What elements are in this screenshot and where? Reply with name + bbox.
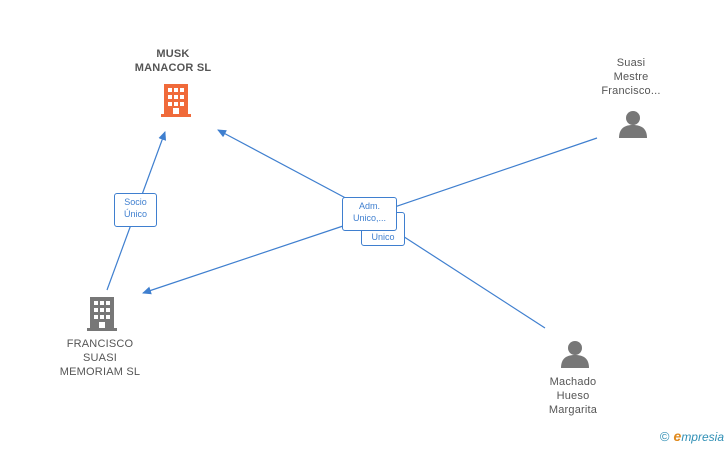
edge-suasi-to-hub [379,137,598,213]
person-icon[interactable] [619,111,647,138]
person-icon[interactable] [561,341,589,368]
node-label-musk-manacor[interactable]: MUSK MANACOR SL [118,47,228,75]
node-label-line: MUSK [156,48,190,60]
edge-label-line: Adm. [358,201,380,211]
node-label-line: MEMORIAM SL [59,366,141,378]
brand-initial: e [673,428,682,444]
node-label-line: Machado [549,376,597,388]
edge-hub-to-musk [217,129,356,204]
node-label-line: MANACOR SL [134,62,212,74]
brand-watermark: ©empresia [660,428,724,444]
edge-label-line: Socio [124,197,147,207]
edge-label-socio-unico[interactable]: Socio Único [114,193,157,227]
node-label-line: Francisco... [601,85,661,97]
node-label-line: Margarita [548,404,598,416]
node-label-suasi-mestre[interactable]: Suasi Mestre Francisco... [583,56,679,98]
edge-label-line: Unico [371,232,395,242]
node-label-line: Suasi [616,57,646,69]
brand-name: mpresia [681,430,724,444]
node-label-machado-hueso[interactable]: Machado Hueso Margarita [525,375,621,417]
edge-machado-to-hub [377,219,546,329]
edge-label-line: Unico,... [352,213,386,223]
edge-label-adm-unico[interactable]: Adm. Unico,... [342,197,397,231]
node-label-line: FRANCISCO [66,338,134,350]
copyright-icon: © [659,429,670,444]
building-icon[interactable] [161,84,191,117]
node-label-line: SUASI [82,352,117,364]
node-label-line: Mestre [613,71,649,83]
edge-hub-to-francisco [142,221,356,295]
node-label-line: Hueso [556,390,590,402]
building-icon[interactable] [87,297,117,331]
edge-label-line: Único [123,209,147,219]
node-label-francisco-suasi[interactable]: FRANCISCO SUASI MEMORIAM SL [45,337,155,379]
